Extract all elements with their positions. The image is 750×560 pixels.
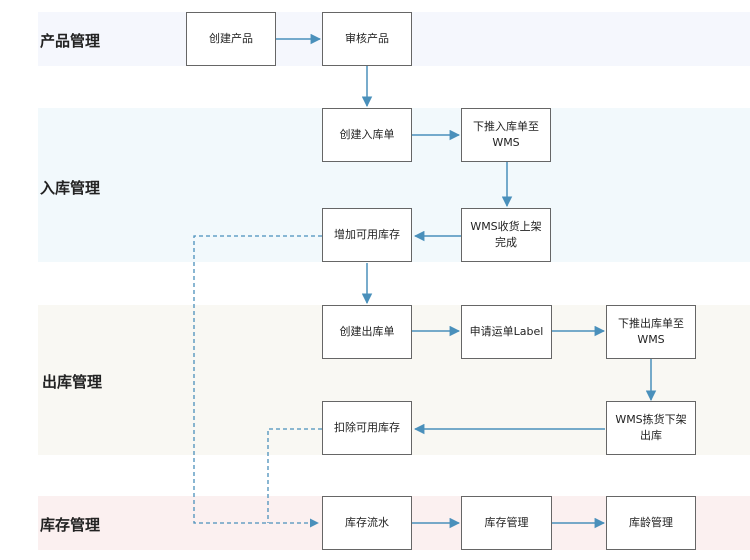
node-create-outbound: 创建出库单 bbox=[322, 305, 412, 359]
node-push-outbound: 下推出库单至 WMS bbox=[606, 305, 696, 359]
node-deduct-stock: 扣除可用库存 bbox=[322, 401, 412, 455]
node-review-product: 审核产品 bbox=[322, 12, 412, 66]
node-stock-manage: 库存管理 bbox=[461, 496, 552, 550]
node-create-product: 创建产品 bbox=[186, 12, 276, 66]
node-add-stock: 增加可用库存 bbox=[322, 208, 412, 262]
lane-title-inbound: 入库管理 bbox=[40, 179, 101, 197]
node-push-inbound: 下推入库单至 WMS bbox=[461, 108, 551, 162]
node-stock-age: 库龄管理 bbox=[606, 496, 696, 550]
node-wms-receive: WMS收货上架 完成 bbox=[461, 208, 551, 262]
lane-title-inventory: 库存管理 bbox=[40, 516, 101, 534]
dashed-addstock-to-flow bbox=[193, 235, 322, 528]
dashed-deduct-to-flow bbox=[267, 428, 322, 523]
node-wms-pick: WMS拣货下架 出库 bbox=[606, 401, 696, 455]
node-stock-flow: 库存流水 bbox=[322, 496, 412, 550]
lane-title-outbound: 出库管理 bbox=[42, 373, 103, 391]
node-create-inbound: 创建入库单 bbox=[322, 108, 412, 162]
node-apply-label: 申请运单Label bbox=[461, 305, 552, 359]
lane-title-product: 产品管理 bbox=[40, 32, 101, 50]
